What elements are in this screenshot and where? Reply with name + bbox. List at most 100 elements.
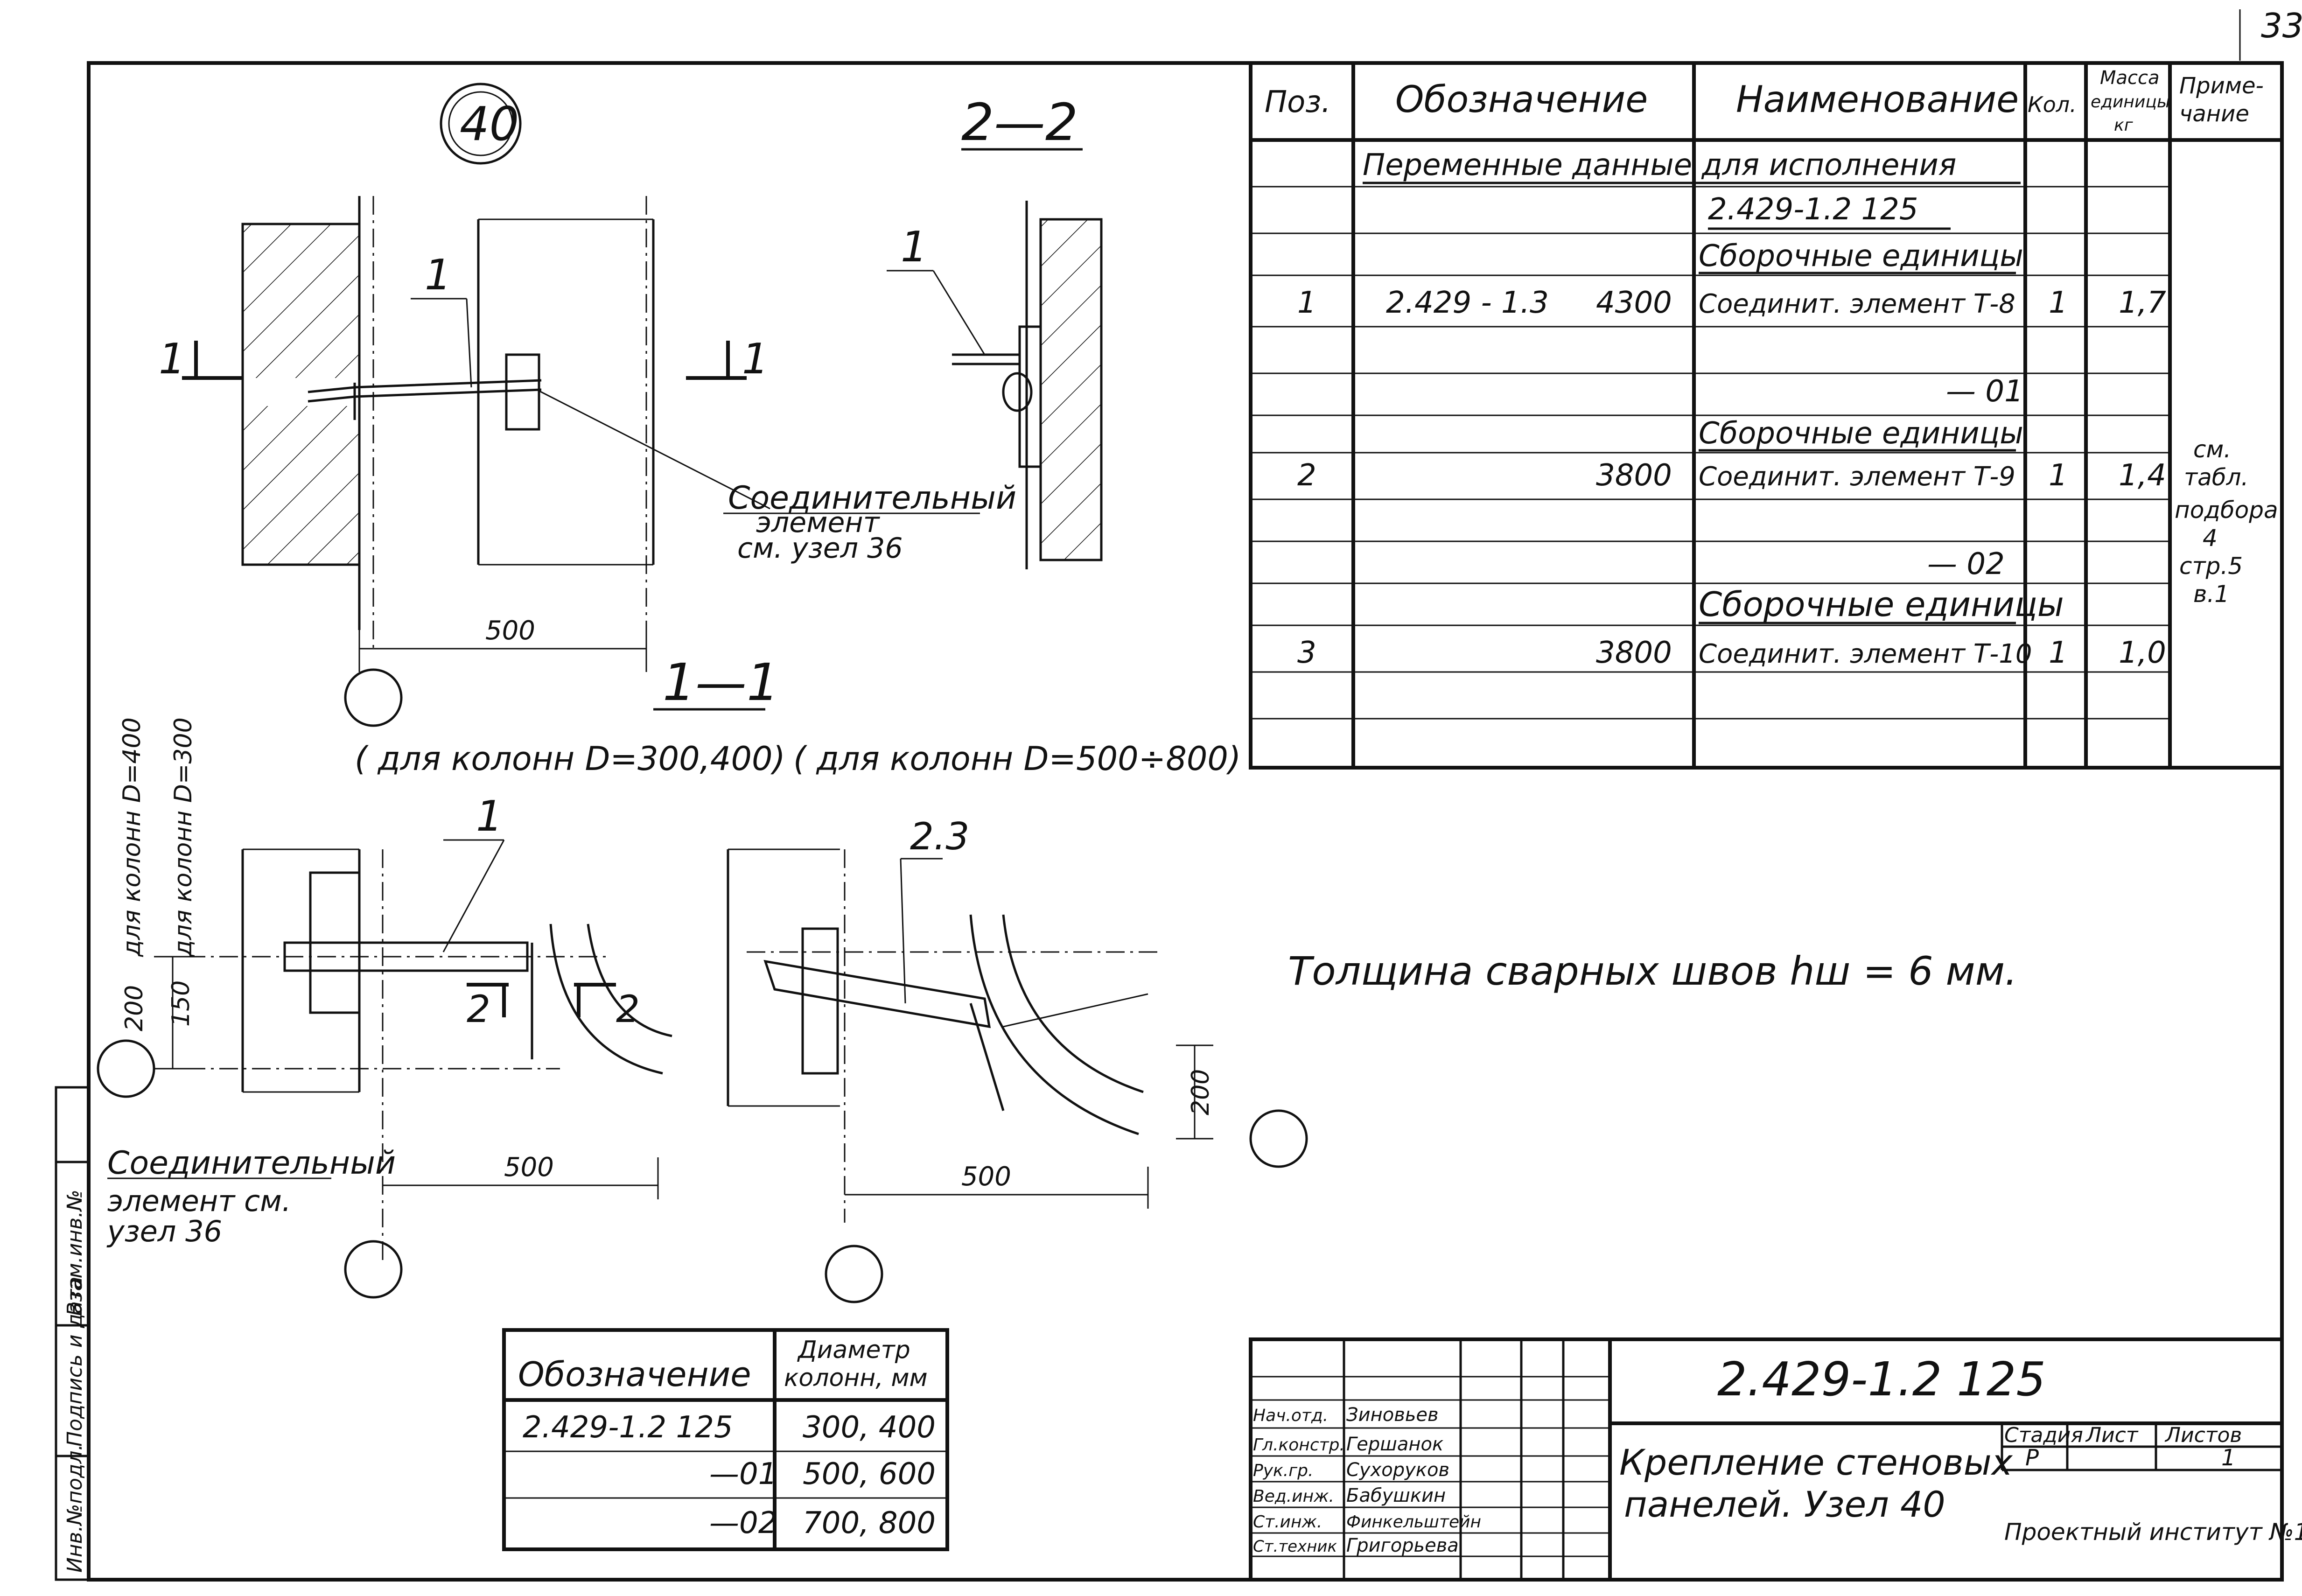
spec-row1-qty: 1 (2049, 286, 2068, 320)
dim-200-right: 200 (1187, 1069, 1215, 1115)
staff-name-4: Бабушкин (1346, 1485, 1446, 1506)
spec-assembly-3: Сборочные единицы (1699, 585, 2064, 624)
diameter-table: Обозначение Диаметр колонн, мм 2.429-1.2… (502, 1328, 949, 1551)
stamp-sign-label: Подпись и дата (63, 1277, 87, 1447)
spec-header-mass-2: единицы (2091, 92, 2170, 112)
leader-1-section-2: 1 (901, 223, 927, 272)
spec-row1-code: 4300 (1596, 286, 1672, 320)
staff-name-1: Зиновьев (1346, 1404, 1439, 1426)
weld-note: Толщина сварных швов hш = 6 мм. (1288, 948, 2017, 994)
note-top-line3: см. узел 36 (737, 532, 903, 565)
staff-role-6: Ст.техник (1253, 1537, 1337, 1556)
axis-bubble-right (1249, 1109, 1308, 1168)
staff-name-2: Гершанок (1346, 1434, 1443, 1455)
cut-mark-two-left: 2 (467, 987, 490, 1031)
spec-side-note-1: см. (2193, 436, 2231, 463)
dim-bottom-left-500: 500 (504, 1152, 554, 1183)
title-doc-code: 2.429-1.2 125 (1717, 1352, 2046, 1407)
dim-150: 150 (167, 980, 195, 1027)
leader-2-3: 2.3 (910, 815, 969, 858)
title-line-1: Крепление стеновых (1619, 1442, 2013, 1483)
spec-row2-qty: 1 (2049, 458, 2068, 493)
dim-top-500: 500 (485, 616, 535, 646)
note-top-line2: элемент (756, 506, 881, 539)
title-block: Нач.отд. Зиновьев Гл.констр. Гершанок Ру… (1249, 1337, 2302, 1582)
axis-bubble-bottom-right (825, 1245, 883, 1303)
title-sheet-label: Лист (2085, 1423, 2139, 1447)
title-stage-label: Стадия (2004, 1423, 2083, 1447)
side-stamp: Инв.№подл. Подпись и дата Взам.инв.№ (55, 1086, 90, 1581)
spec-side-note-2: табл. (2184, 464, 2248, 491)
section-2-2: 2—2 1 (887, 92, 1103, 569)
diam-header-diam-2: колонн, мм (784, 1364, 928, 1392)
spec-header-name: Наименование (1736, 79, 2019, 121)
title-sheets-label: Листов (2164, 1423, 2242, 1447)
spec-assembly-1: Сборочные единицы (1699, 239, 2023, 273)
stamp-replace-label: Взам.инв.№ (63, 1190, 87, 1316)
spec-row3-pos: 3 (1297, 636, 1316, 670)
section-1-1-right: 2.3 200 500 (727, 815, 1308, 1303)
section-1-1-title: 1—1 (663, 652, 779, 712)
staff-role-3: Рук.гр. (1253, 1461, 1313, 1480)
node-callout-circle (440, 83, 522, 165)
note-bottom-line1: Соединительный (107, 1145, 396, 1182)
staff-name-3: Сухоруков (1346, 1459, 1449, 1481)
spec-row3-name: Соединит. элемент Т-10 (1699, 639, 2032, 669)
cut-mark-two-right: 2 (616, 987, 640, 1031)
title-line-2: панелей. Узел 40 (1624, 1484, 1945, 1525)
spec-variable-data: Переменные данные для исполнения (1363, 148, 1956, 182)
spec-table: Поз. Обозначение Наименование Кол. Масса… (1249, 61, 2284, 770)
staff-role-5: Ст.инж. (1253, 1512, 1322, 1532)
leader-1-top: 1 (425, 251, 451, 300)
spec-side-note-6: в.1 (2193, 581, 2229, 608)
spec-row2-code: 3800 (1596, 458, 1672, 493)
node-callout-number: 40 (460, 97, 519, 151)
diam-header-diam-1: Диаметр (797, 1336, 910, 1364)
spec-row1-name: Соединит. элемент Т-8 (1699, 289, 2015, 319)
spec-header-qty: Кол. (2028, 92, 2077, 117)
column-label-d300: для колонн D=300 (169, 717, 197, 957)
section-1-1-left: 1 2 2 150 200 500 (97, 792, 672, 1299)
spec-row1-mass: 1,7 (2119, 286, 2166, 320)
axis-bubble-bottom-left (344, 1240, 403, 1299)
diam-row3-value: 700, 800 (803, 1506, 936, 1540)
spec-row2-mass: 1,4 (2119, 458, 2166, 493)
spec-side-note-5: стр.5 (2179, 553, 2243, 580)
spec-header-mass-3: кг (2114, 116, 2134, 135)
spec-row1-pos: 1 (1297, 286, 1316, 320)
staff-role-2: Гл.констр. (1253, 1435, 1345, 1455)
note-bottom-line3: узел 36 (106, 1214, 222, 1248)
spec-header-pos: Поз. (1265, 85, 1331, 119)
dim-200: 200 (120, 985, 148, 1031)
diam-row2-designation: —01 (709, 1457, 777, 1491)
note-top-line1: Соединительный (728, 480, 1016, 517)
spec-header-mass-1: Масса (2100, 67, 2160, 89)
spec-header-note-1: Приме- (2179, 73, 2264, 99)
cut-mark-left: 1 (159, 335, 185, 384)
axis-bubble-top (344, 668, 403, 727)
spec-row2-pos: 2 (1297, 458, 1316, 493)
drawing-frame (87, 61, 2284, 1582)
diam-row1-value: 300, 400 (803, 1410, 936, 1445)
spec-header-note-2: чание (2179, 101, 2249, 127)
spec-variant-02: — 02 (1927, 547, 2005, 581)
column-label-d400: для колонн D=400 (118, 717, 146, 957)
staff-name-6: Григорьева (1346, 1535, 1459, 1556)
spec-header-designation: Обозначение (1395, 79, 1648, 121)
spec-row2-name: Соединит. элемент Т-9 (1699, 462, 2015, 492)
spec-row1-designation: 2.429 - 1.3 (1386, 286, 1549, 320)
cut-mark-right: 1 (742, 335, 769, 384)
title-organization: Проектный институт №1 (2004, 1519, 2302, 1546)
staff-role-1: Нач.отд. (1253, 1406, 1328, 1425)
node-40-plan-view: 40 1 1 1 500 (159, 83, 1016, 727)
title-stage-value: Р (2025, 1445, 2039, 1471)
sheet-number: 33 (2261, 6, 2302, 45)
diam-header-designation: Обозначение (518, 1355, 751, 1394)
diam-row2-value: 500, 600 (803, 1457, 936, 1491)
axis-bubble-left-mid (97, 1039, 155, 1098)
caption-left: ( для колонн D=300,400) (355, 740, 785, 778)
spec-row3-code: 3800 (1596, 636, 1672, 670)
spec-row3-mass: 1,0 (2119, 636, 2166, 670)
stamp-inv-label: Инв.№подл. (63, 1444, 87, 1573)
